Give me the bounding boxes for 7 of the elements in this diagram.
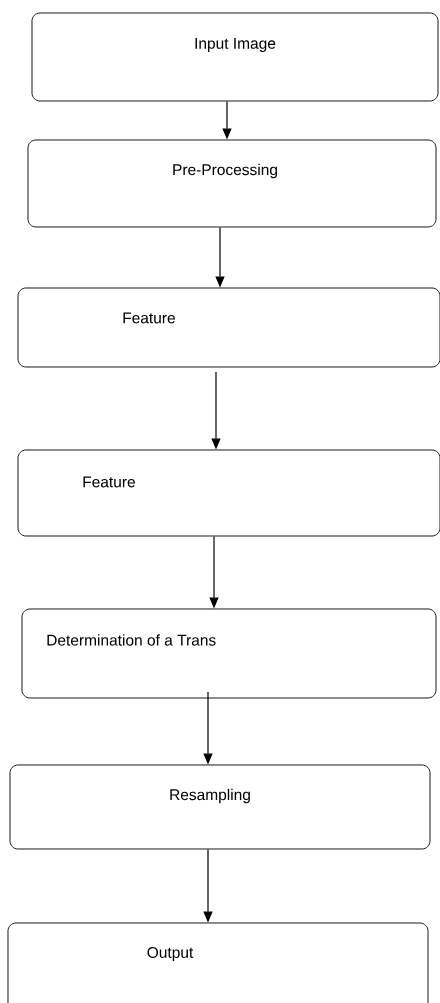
process-box: Resampling bbox=[9, 764, 431, 850]
process-box: Determination of a Trans bbox=[21, 608, 437, 699]
process-box: Output bbox=[7, 922, 429, 1003]
process-box: Input Image bbox=[31, 12, 439, 102]
process-box: Pre-Processing bbox=[27, 139, 437, 228]
process-box: Feature bbox=[17, 449, 440, 537]
process-box: Feature bbox=[17, 287, 440, 368]
